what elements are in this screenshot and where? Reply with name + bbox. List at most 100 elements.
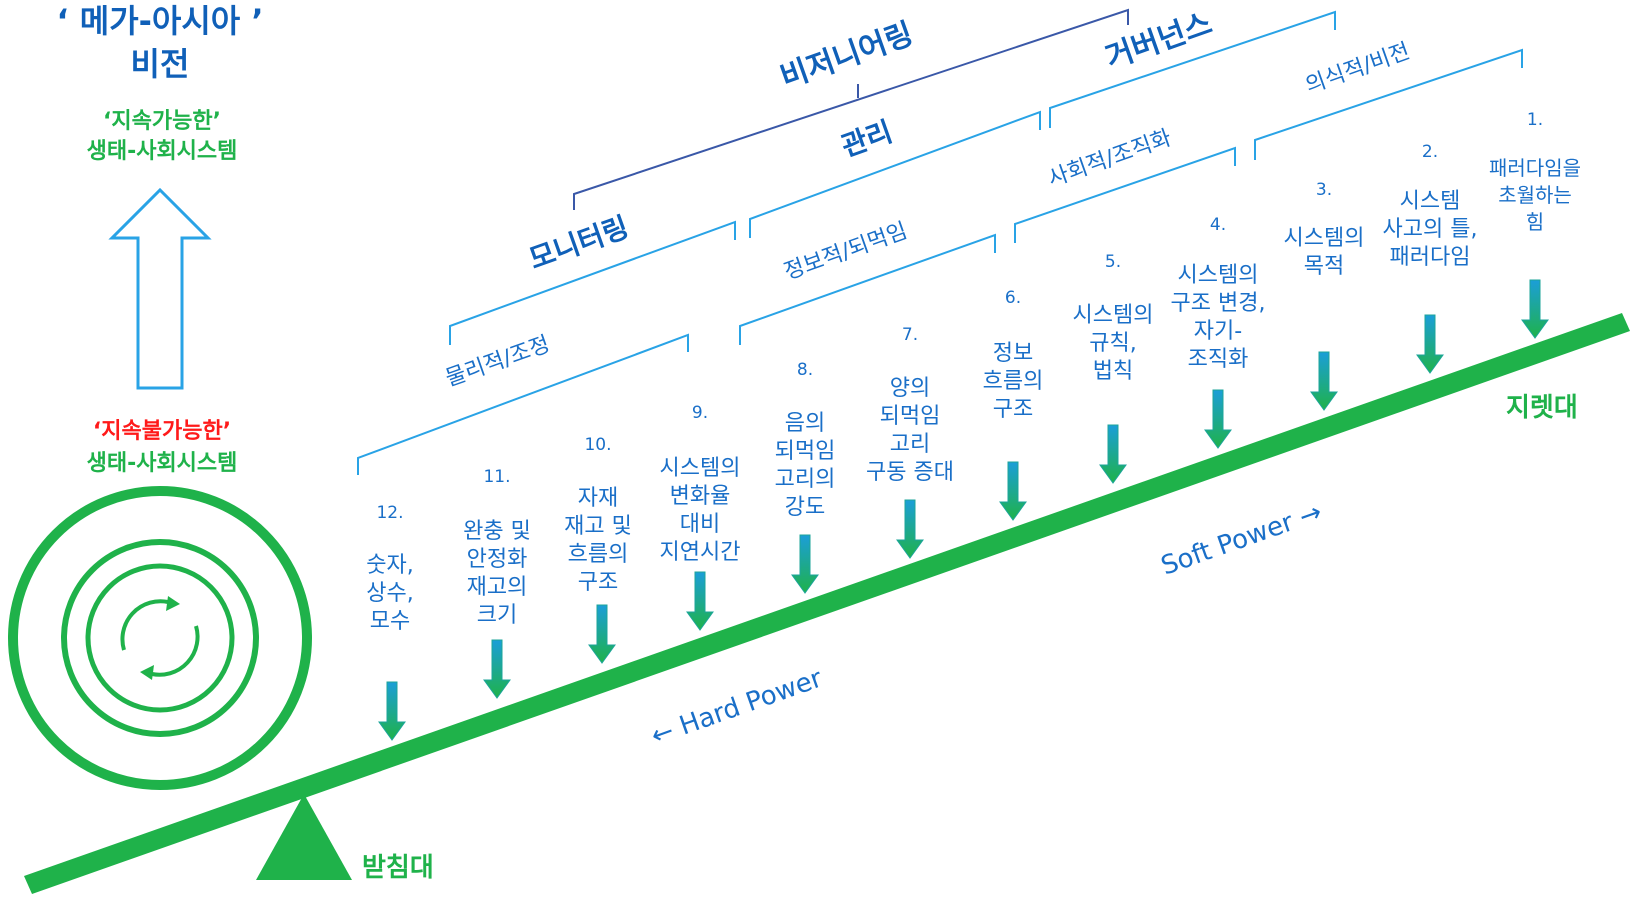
point-12-line1: 숫자, xyxy=(366,553,413,578)
soft-power-label: Soft Power → xyxy=(1157,497,1326,581)
group-social: 사회적/조직화 xyxy=(1045,126,1175,193)
point-11: 11. 완충 및 안정화 재고의 크기 xyxy=(463,467,531,628)
point-6-line1: 정보 xyxy=(993,341,1033,366)
point-1-num: 1. xyxy=(1527,110,1543,130)
vision-title-line2: 비전 xyxy=(131,45,190,83)
system-circles-icon xyxy=(8,486,312,790)
down-arrow-icon xyxy=(686,571,714,631)
point-1-line2: 초월하는 xyxy=(1498,183,1572,207)
point-6-line3: 구조 xyxy=(993,397,1033,422)
hard-power-label: ← Hard Power xyxy=(647,663,826,751)
unsustainable-label-line2: 생태-사회시스템 xyxy=(87,451,238,476)
point-6-num: 6. xyxy=(1005,288,1021,308)
point-11-line4: 크기 xyxy=(477,603,517,628)
point-9-line2: 변화율 xyxy=(670,484,731,509)
point-4-line1: 시스템의 xyxy=(1178,263,1259,288)
point-2: 2. 시스템 사고의 틀, 패러다임 xyxy=(1383,142,1478,270)
point-4-line3: 자기- xyxy=(1194,319,1242,344)
down-arrow-icon xyxy=(1099,424,1127,484)
down-arrow-icon xyxy=(791,534,819,594)
point-1-line1: 패러다임을 xyxy=(1489,156,1581,180)
point-12-line3: 모수 xyxy=(370,609,410,634)
down-arrows xyxy=(378,279,1549,741)
point-10-num: 10. xyxy=(584,435,611,455)
point-6-line2: 흐름의 xyxy=(983,369,1044,394)
point-5: 5. 시스템의 규칙, 법칙 xyxy=(1073,252,1154,384)
point-3-line1: 시스템의 xyxy=(1284,226,1365,251)
point-10: 10. 자재 재고 및 흐름의 구조 xyxy=(564,435,632,595)
point-8: 8. 음의 되먹임 고리의 강도 xyxy=(775,360,836,520)
point-1-line3: 힘 xyxy=(1526,210,1544,234)
down-arrow-icon xyxy=(1521,279,1549,339)
point-6: 6. 정보 흐름의 구조 xyxy=(983,288,1044,422)
point-7-num: 7. xyxy=(902,325,918,345)
point-7: 7. 양의 되먹임 고리 구동 증대 xyxy=(866,325,954,485)
point-5-line1: 시스템의 xyxy=(1073,303,1154,328)
point-8-line4: 강도 xyxy=(785,495,825,520)
point-1: 1. 패러다임을 초월하는 힘 xyxy=(1489,110,1581,234)
lever-bar xyxy=(24,313,1630,894)
bracket-governance xyxy=(1049,10,1336,128)
point-12-line2: 상수, xyxy=(366,581,413,606)
unsustainable-label-line1: ‘지속불가능한’ xyxy=(93,419,231,444)
bracket-conscious xyxy=(1254,48,1523,160)
point-4-line2: 구조 변경, xyxy=(1171,291,1266,316)
point-5-line3: 법칙 xyxy=(1093,359,1133,384)
point-10-line2: 재고 및 xyxy=(564,514,632,539)
point-8-line3: 고리의 xyxy=(775,467,836,492)
point-3: 3. 시스템의 목적 xyxy=(1284,180,1365,279)
bracket-informational xyxy=(739,233,996,345)
point-3-line2: 목적 xyxy=(1304,254,1344,279)
point-7-line1: 양의 xyxy=(890,376,930,401)
vision-title-line1: ‘ 메가-아시아 ’ xyxy=(56,2,263,40)
point-2-line1: 시스템 xyxy=(1400,189,1461,214)
group-physical: 물리적/조정 xyxy=(442,332,553,392)
point-9-line4: 지연시간 xyxy=(660,540,741,565)
point-5-num: 5. xyxy=(1105,252,1121,272)
group-envisioning: 비저니어링 xyxy=(776,17,918,96)
point-4-line4: 조직화 xyxy=(1188,347,1249,372)
point-10-line4: 구조 xyxy=(578,570,618,595)
point-11-line1: 완충 및 xyxy=(463,519,531,544)
point-2-num: 2. xyxy=(1422,142,1438,162)
point-2-line3: 패러다임 xyxy=(1390,245,1471,270)
down-arrow-icon xyxy=(896,499,924,559)
point-5-line2: 규칙, xyxy=(1089,331,1136,356)
point-2-line2: 사고의 틀, xyxy=(1383,217,1478,242)
fulcrum-triangle xyxy=(256,794,352,880)
point-3-num: 3. xyxy=(1316,180,1332,200)
sustainable-label-line2: 생태-사회시스템 xyxy=(87,139,238,164)
sustainable-label-line1: ‘지속가능한’ xyxy=(103,109,221,134)
bracket-social xyxy=(1014,146,1236,243)
bracket-physical xyxy=(357,333,689,475)
group-informational: 정보적/되먹임 xyxy=(781,219,911,286)
point-11-line3: 재고의 xyxy=(467,575,528,600)
point-8-line1: 음의 xyxy=(785,411,825,436)
bracket-monitoring xyxy=(449,220,736,345)
point-10-line1: 자재 xyxy=(578,486,618,511)
point-9-line1: 시스템의 xyxy=(660,456,741,481)
down-arrow-icon xyxy=(588,604,616,664)
point-11-num: 11. xyxy=(483,467,510,487)
point-12: 12. 숫자, 상수, 모수 xyxy=(366,503,413,634)
point-4: 4. 시스템의 구조 변경, 자기- 조직화 xyxy=(1171,215,1266,372)
fulcrum-label: 받침대 xyxy=(362,853,434,883)
bracket-envisioning xyxy=(573,8,1129,210)
up-arrow-icon xyxy=(108,187,212,390)
group-management: 관리 xyxy=(837,115,897,163)
down-arrow-icon xyxy=(483,639,511,699)
point-7-line3: 고리 xyxy=(890,432,930,457)
down-arrow-icon xyxy=(999,461,1027,521)
point-9: 9. 시스템의 변화율 대비 지연시간 xyxy=(660,403,741,565)
bracket-management xyxy=(749,110,1041,238)
lever-label: 지렛대 xyxy=(1506,393,1578,423)
point-9-line3: 대비 xyxy=(680,512,720,537)
point-4-num: 4. xyxy=(1210,215,1226,235)
point-12-num: 12. xyxy=(376,503,403,523)
point-11-line2: 안정화 xyxy=(467,547,528,572)
point-9-num: 9. xyxy=(692,403,708,423)
down-arrow-icon xyxy=(1310,351,1338,411)
point-10-line3: 흐름의 xyxy=(568,542,629,567)
point-8-num: 8. xyxy=(797,360,813,380)
